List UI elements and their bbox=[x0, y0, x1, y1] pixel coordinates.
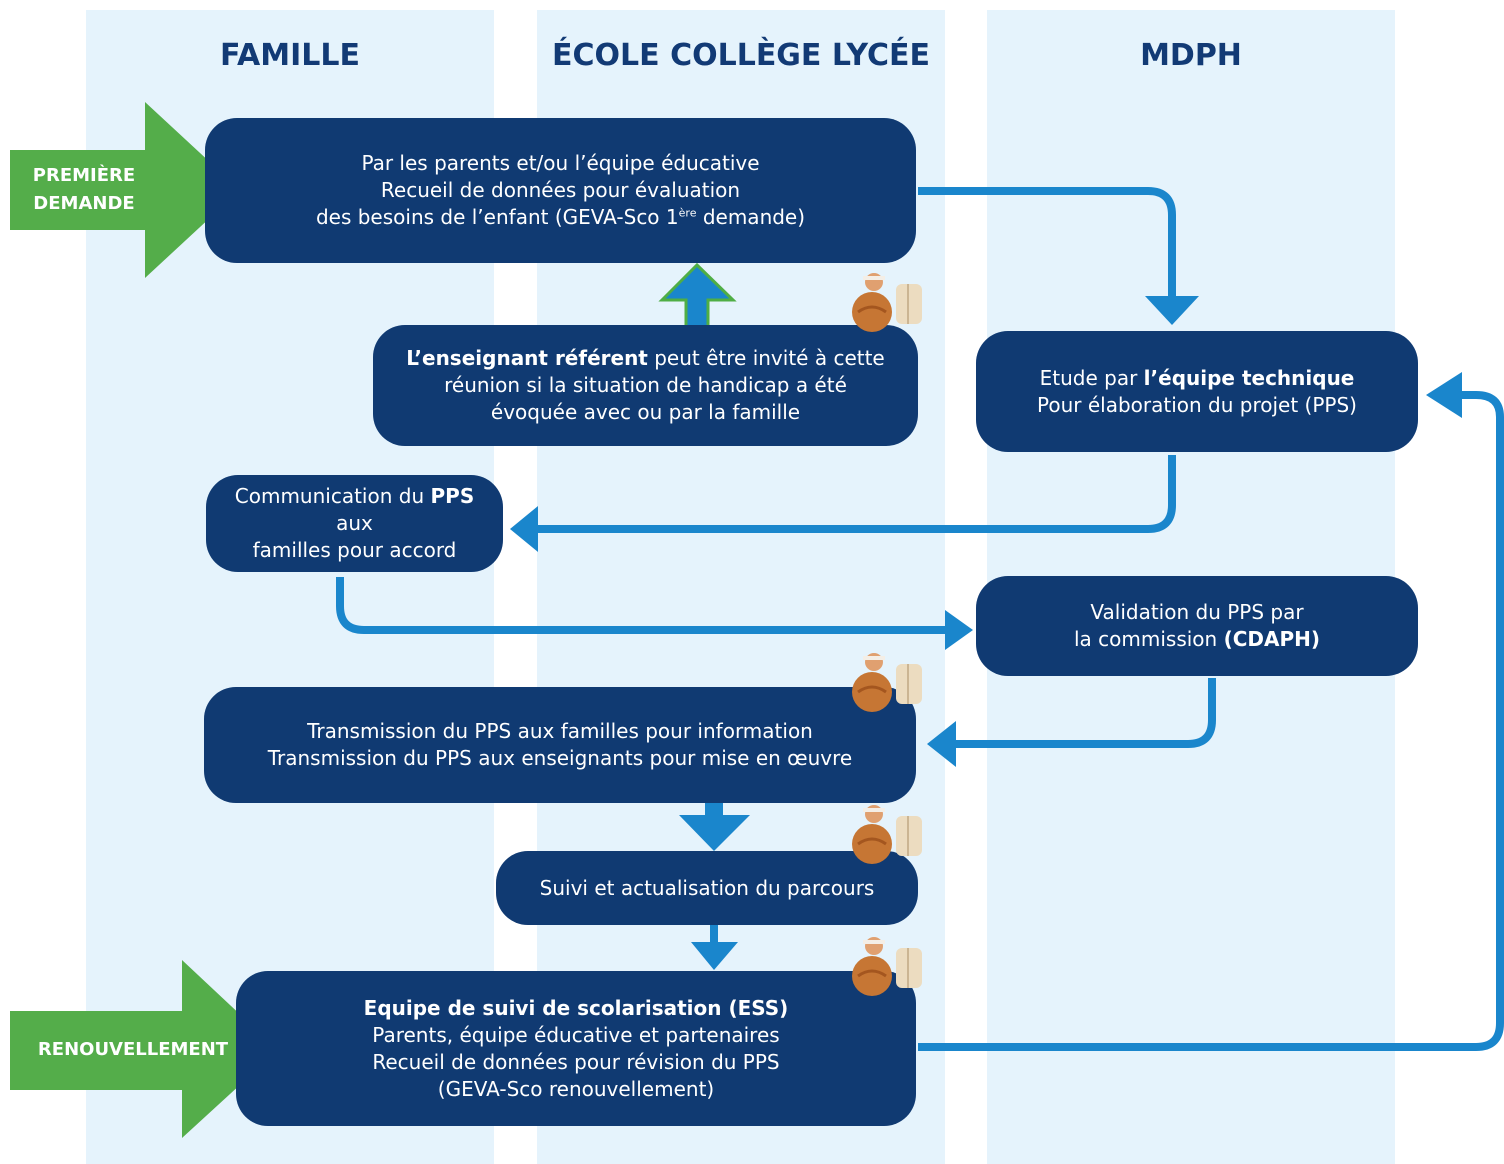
referent-line3: évoquée avec ou par la famille bbox=[490, 400, 801, 424]
renouvellement-label-text: RENOUVELLEMENT bbox=[37, 1039, 229, 1060]
communication-line2: familles pour accord bbox=[252, 538, 457, 562]
transmission-box: Transmission du PPS aux familles pour in… bbox=[204, 687, 916, 803]
referent-bold: L’enseignant référent bbox=[406, 346, 648, 370]
referent-line1: L’enseignant référent peut être invité à… bbox=[406, 345, 884, 372]
communication-bold: PPS bbox=[430, 484, 475, 508]
premiere-demande-arrow bbox=[10, 102, 240, 278]
referent-box: L’enseignant référent peut être invité à… bbox=[373, 325, 918, 446]
person-icon bbox=[852, 805, 922, 864]
premiere-label-line1: PREMIÈRE bbox=[32, 165, 136, 186]
up-arrow-referent bbox=[658, 262, 737, 329]
connector-etude-communication bbox=[538, 455, 1176, 533]
validation-bold: (CDAPH) bbox=[1223, 627, 1321, 651]
ess-title: Equipe de suivi de scolarisation (ESS) bbox=[364, 995, 789, 1022]
arrowhead-etude bbox=[1145, 296, 1199, 325]
ess-line2: Parents, équipe éducative et partenaires bbox=[372, 1022, 780, 1047]
etude-box: Etude par l’équipe technique Pour élabor… bbox=[976, 331, 1418, 452]
transmission-line1: Transmission du PPS aux familles pour in… bbox=[307, 719, 813, 743]
person-icon bbox=[852, 273, 922, 332]
validation-line2: la commission (CDAPH) bbox=[1074, 626, 1320, 653]
recueil-line3-end: demande) bbox=[696, 205, 806, 229]
arrowhead-communication bbox=[510, 506, 538, 552]
recueil-line2: Recueil de données pour évaluation bbox=[380, 178, 741, 202]
arrowhead-etude-return bbox=[1426, 372, 1462, 418]
arrowhead-validation bbox=[945, 610, 973, 650]
etude-line1-start: Etude par bbox=[1039, 365, 1144, 390]
etude-line2: Pour élaboration du projet (PPS) bbox=[1037, 392, 1357, 417]
validation-line2-start: la commission bbox=[1073, 627, 1224, 651]
etude-line1: Etude par l’équipe technique bbox=[1040, 365, 1355, 392]
communication-line1-end: aux bbox=[336, 511, 373, 535]
suivi-line1: Suivi et actualisation du parcours bbox=[539, 875, 875, 900]
recueil-box: Par les parents et/ou l’équipe éducative… bbox=[205, 118, 916, 263]
renouvellement-arrow bbox=[10, 960, 278, 1138]
etude-bold: l’équipe technique bbox=[1143, 365, 1355, 390]
connector-recueil-etude bbox=[918, 187, 1176, 296]
referent-line2: réunion si la situation de handicap a ét… bbox=[444, 373, 847, 397]
lane-title-famille: FAMILLE bbox=[219, 38, 360, 73]
connector-validation-transmission bbox=[956, 678, 1216, 748]
arrowhead-suivi bbox=[679, 815, 750, 851]
recueil-line3: des besoins de l’enfant (GEVA-Sco 1ère d… bbox=[316, 204, 805, 231]
person-icon bbox=[852, 653, 922, 712]
communication-box: Communication du PPS aux familles pour a… bbox=[206, 475, 503, 572]
connector-ess-etude-return bbox=[918, 391, 1504, 1051]
suivi-box: Suivi et actualisation du parcours bbox=[496, 851, 918, 925]
recueil-line3-sup: ère bbox=[678, 206, 697, 220]
recueil-line1: Par les parents et/ou l’équipe éducative bbox=[361, 151, 760, 175]
referent-line1-rest: peut être invité à cette bbox=[647, 346, 885, 370]
validation-line1: Validation du PPS par bbox=[1090, 600, 1304, 624]
lane-title-mdph: MDPH bbox=[1140, 38, 1242, 73]
ess-bold: Equipe de suivi de scolarisation (ESS) bbox=[363, 995, 789, 1020]
transmission-line2: Transmission du PPS aux enseignants pour… bbox=[267, 746, 853, 770]
premiere-demande-label: PREMIÈRE DEMANDE bbox=[10, 162, 158, 218]
communication-line1-start: Communication du bbox=[234, 484, 431, 508]
person-icon bbox=[852, 937, 922, 996]
ess-box: Equipe de suivi de scolarisation (ESS) P… bbox=[236, 971, 916, 1126]
arrowhead-ess bbox=[691, 942, 738, 970]
communication-line1: Communication du PPS aux bbox=[220, 483, 489, 537]
ess-line3: Recueil de données pour révision du PPS bbox=[372, 1049, 780, 1074]
lane-title-ecole: ÉCOLE COLLÈGE LYCÉE bbox=[552, 38, 930, 73]
connector-transmission-suivi bbox=[705, 799, 723, 819]
recueil-line3-start: des besoins de l’enfant (GEVA-Sco 1 bbox=[315, 205, 679, 229]
premiere-label-line2: DEMANDE bbox=[33, 193, 135, 214]
validation-box: Validation du PPS par la commission (CDA… bbox=[976, 576, 1418, 676]
renouvellement-label: RENOUVELLEMENT bbox=[14, 1036, 252, 1064]
connector-communication-validation bbox=[336, 577, 945, 634]
arrowhead-transmission bbox=[927, 721, 956, 767]
ess-line4: (GEVA-Sco renouvellement) bbox=[437, 1076, 715, 1101]
